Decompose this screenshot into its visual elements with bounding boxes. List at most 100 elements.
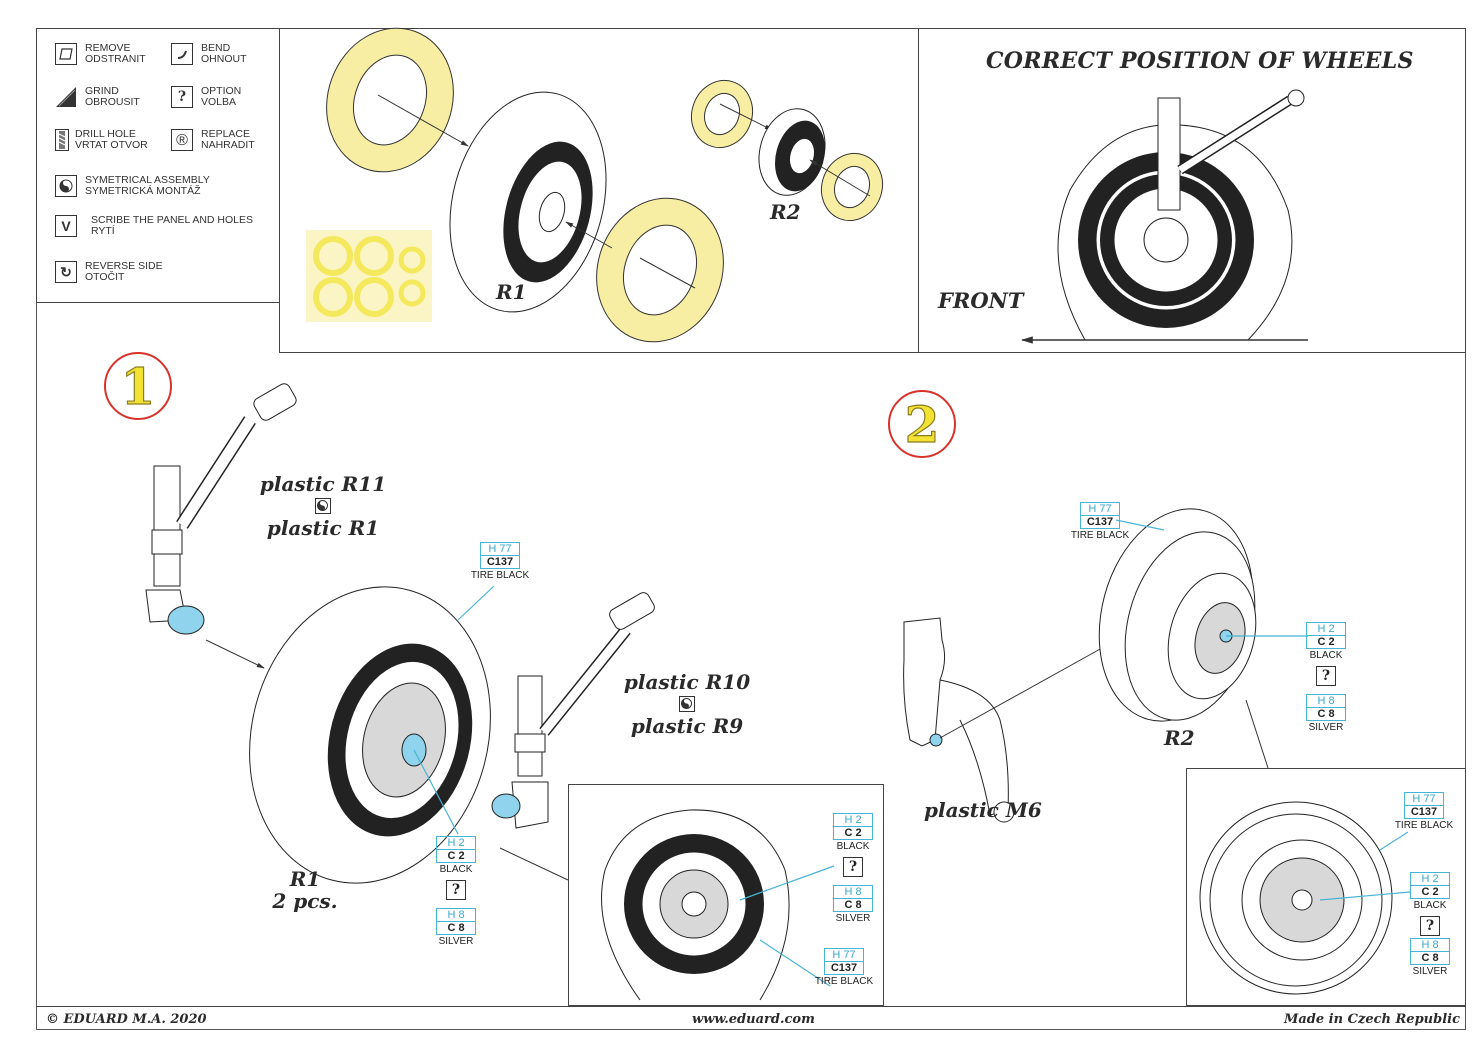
- part-label: plastic R1: [266, 516, 380, 540]
- symmetrical-assembly-icon: [315, 498, 331, 514]
- inset1-paint-silver: H 8 C 8 SILVER: [813, 885, 893, 924]
- drill-hole-icon: [55, 129, 69, 151]
- inset1-wheel: [601, 809, 790, 1001]
- legend-label: DRILL HOLE: [75, 128, 136, 140]
- wheel-r2-exploded: [758, 108, 826, 196]
- paint-callout-black: H 2 C 2 BLACK: [416, 836, 496, 875]
- paint-name: BLACK: [439, 864, 473, 875]
- option-icon: ?: [843, 857, 863, 877]
- paint-name: SILVER: [1412, 966, 1448, 977]
- mask-large-right: [596, 197, 724, 343]
- r2-label: R2: [770, 200, 801, 224]
- correct-position-title: CORRECT POSITION OF WHEELS: [986, 48, 1414, 74]
- legend-label-cz: OBROUSIT: [85, 96, 140, 108]
- paint-code-c: C 2: [436, 850, 476, 863]
- legend-label-cz: NAHRADIT: [201, 139, 255, 151]
- scribe-icon: V: [55, 215, 77, 237]
- paint-callout-silver: H 8 C 8 SILVER: [416, 908, 496, 947]
- paint-name: TIRE BLACK: [470, 570, 530, 581]
- symmetrical-assembly-icon: [55, 175, 77, 197]
- paint-name: TIRE BLACK: [814, 976, 874, 987]
- paint-code-c: C 8: [1306, 708, 1346, 721]
- paint-code-c: C137: [480, 556, 520, 569]
- paint-code-h: H 77: [824, 948, 864, 962]
- paint-code-h: H 2: [1306, 622, 1346, 636]
- mask-large-left: [326, 27, 454, 173]
- paint-name: TIRE BLACK: [1070, 530, 1130, 541]
- paint-code-h: H 2: [1410, 872, 1450, 886]
- wheel-r1-label: R1 2 pcs.: [260, 868, 350, 912]
- inset2-paint-black: H 2 C 2 BLACK: [1390, 872, 1470, 911]
- front-label: FRONT: [938, 288, 1024, 313]
- r1-label: R1: [496, 280, 527, 304]
- paint-callout-tire-black: H 77 C137 TIRE BLACK: [460, 542, 540, 581]
- wheel-quantity: 2 pcs.: [272, 889, 338, 913]
- paint-code-h: H 8: [1410, 938, 1450, 952]
- paint-name: BLACK: [1309, 650, 1343, 661]
- mask-sheet-thumbnail: [306, 230, 432, 322]
- legend-label-cz: ODSTRANIT: [85, 53, 146, 65]
- paint-callout-black: H 2 C 2 BLACK: [1286, 622, 1366, 661]
- legend-label-cz: OTOČIT: [85, 271, 125, 283]
- paint-code-h: H 77: [1404, 792, 1444, 806]
- part-label: plastic R9: [630, 714, 744, 738]
- legend-label: REMOVE: [85, 42, 131, 54]
- mask-small-right: [821, 152, 883, 222]
- part-pair-r11-r1: plastic R11 plastic R1: [256, 472, 390, 540]
- grind-icon: [55, 86, 77, 108]
- footer-website[interactable]: www.eduard.com: [692, 1012, 815, 1027]
- legend-label-cz: SYMETRICKÁ MONTÁŽ: [85, 185, 201, 197]
- wheel-label: R1: [289, 867, 321, 891]
- paint-name: BLACK: [836, 841, 870, 852]
- correct-wheel-diagram: [1057, 89, 1305, 341]
- paint-code-c: C 2: [833, 827, 873, 840]
- legend-label: REPLACE: [201, 128, 251, 140]
- replace-icon: ®: [171, 129, 193, 151]
- paint-code-c: C137: [1404, 806, 1444, 819]
- footer-divider: [36, 1006, 1466, 1007]
- legend-label: BEND: [201, 42, 231, 54]
- paint-code-c: C137: [824, 962, 864, 975]
- wheel-r2-label: R2: [1164, 726, 1195, 750]
- paint-code-h: H 8: [436, 908, 476, 922]
- legend-label: OPTION: [201, 85, 242, 97]
- option-icon: ?: [1420, 916, 1440, 936]
- part-label-m6: plastic M6: [924, 798, 1042, 822]
- inset2-paint-silver: H 8 C 8 SILVER: [1390, 938, 1470, 977]
- step1-strut: [145, 383, 297, 635]
- legend-label: GRIND: [85, 85, 119, 97]
- paint-code-c: C 8: [833, 899, 873, 912]
- part-label: plastic R11: [259, 472, 387, 496]
- paint-name: TIRE BLACK: [1394, 820, 1454, 831]
- paint-code-h: H 2: [436, 836, 476, 850]
- reverse-side-icon: ↻: [55, 261, 77, 283]
- paint-name: BLACK: [1413, 900, 1447, 911]
- option-icon: ?: [1316, 666, 1336, 686]
- legend-label-cz: RYTÍ: [91, 225, 115, 237]
- mask-small-left: [691, 79, 753, 149]
- paint-code-h: H 8: [833, 885, 873, 899]
- paint-code-h: H 2: [833, 813, 873, 827]
- step1-second-strut: [491, 592, 655, 829]
- symmetrical-assembly-icon: [679, 696, 695, 712]
- paint-name: SILVER: [1308, 722, 1344, 733]
- part-pair-r10-r9: plastic R10 plastic R9: [620, 670, 754, 738]
- paint-callout-silver: H 8 C 8 SILVER: [1286, 694, 1366, 733]
- paint-code-c: C137: [1080, 516, 1120, 529]
- step-1-badge: 1: [104, 352, 172, 420]
- part-label: plastic R10: [623, 670, 751, 694]
- step-2-badge: 2: [888, 390, 956, 458]
- paint-code-c: C 8: [1410, 952, 1450, 965]
- paint-code-c: C 2: [1410, 886, 1450, 899]
- remove-icon: [55, 43, 77, 65]
